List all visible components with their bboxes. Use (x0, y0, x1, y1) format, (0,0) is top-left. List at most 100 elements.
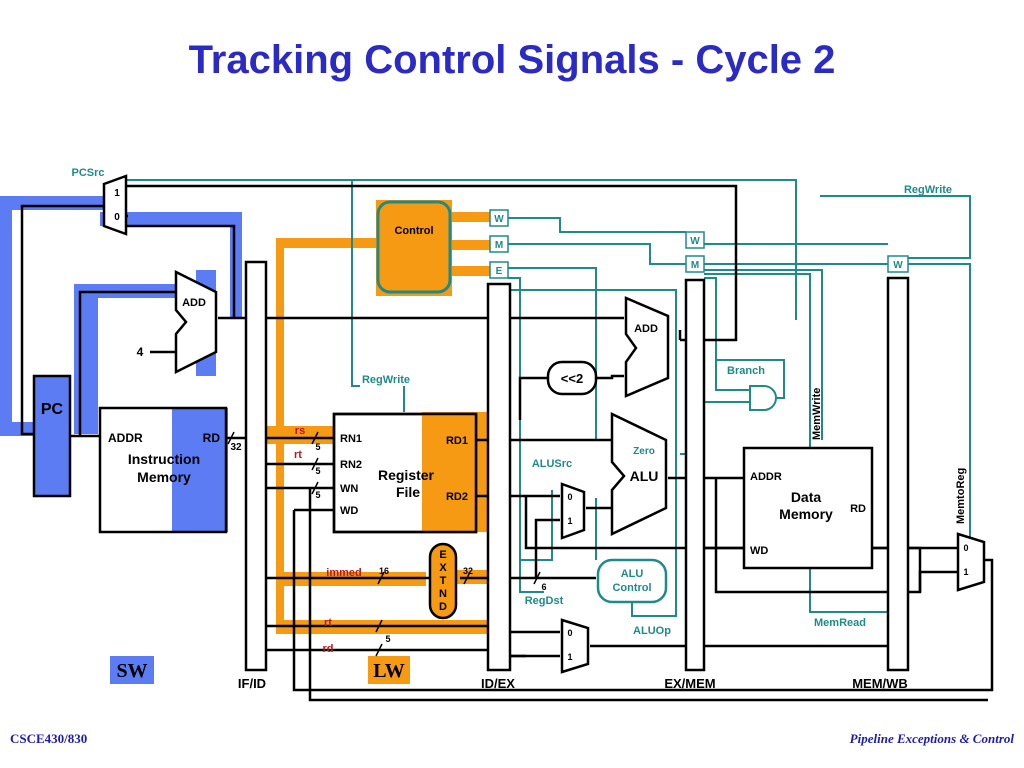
sign-extend-letter: T (440, 575, 447, 587)
regdst-in1-label: 1 (567, 652, 572, 662)
regfile-rn2-label: RN2 (340, 459, 362, 471)
branch-adder (624, 296, 670, 398)
regdst-label: RegDst (525, 595, 564, 607)
memtoreg-in1-label: 1 (963, 567, 968, 577)
pc-increment-constant: 4 (137, 345, 144, 359)
imem-addr-label: ADDR (108, 431, 143, 445)
idex-register (486, 282, 512, 672)
idex-m-field (489, 235, 509, 253)
pc-label: PC (41, 401, 64, 418)
idex-e-label: E (496, 266, 503, 277)
immed-field-label: immed (326, 567, 361, 579)
exmem-m-label: M (691, 260, 699, 271)
pcsrc-control-wire (716, 359, 785, 399)
regfile-title-line2: File (396, 484, 420, 500)
alusrc-mux (560, 482, 586, 540)
footer-course: CSCE430/830 (10, 731, 88, 746)
lw-tag (368, 656, 410, 684)
immed-width-label: 16 (379, 566, 389, 576)
aluop-label: ALUOp (633, 625, 671, 637)
bus-width-slashes (227, 431, 541, 657)
idex-w-field (489, 209, 509, 227)
instruction-memory (98, 406, 228, 534)
data-memory (742, 446, 874, 570)
memwb-w-label: W (893, 260, 903, 271)
alusrc-in1-label: 1 (567, 516, 572, 526)
exmem-w-label: W (690, 236, 700, 247)
branch-label: Branch (727, 365, 765, 377)
memtoreg-mux (956, 532, 986, 592)
imem-title-line2: Memory (137, 469, 191, 485)
dmem-wd-label: WD (750, 545, 768, 557)
exmem-label: EX/MEM (664, 676, 715, 691)
regdst-in0-label: 0 (567, 628, 572, 638)
rs-field-label: rs (295, 425, 305, 437)
regfile-title-line1: Register (378, 467, 435, 483)
memwb-label: MEM/WB (852, 676, 908, 691)
pcsrc-label: PCSrc (71, 167, 104, 179)
dmem-title-line1: Data (791, 489, 822, 505)
ifid-label: IF/ID (238, 676, 266, 691)
shift-left-unit (546, 360, 598, 396)
memwrite-label: MemWrite (811, 388, 823, 440)
control-unit-label: Control (394, 225, 433, 237)
ifid-register (244, 260, 268, 672)
rt-field-label: rt (294, 449, 302, 461)
idex-w-label: W (494, 214, 504, 225)
imem-title-line1: Instruction (128, 451, 200, 467)
sign-extend-letter: X (439, 562, 447, 574)
regfile-wd-label: WD (340, 505, 358, 517)
idex-m-label: M (495, 240, 503, 251)
dmem-addr-label: ADDR (750, 471, 782, 483)
wn-width-label: 5 (315, 490, 320, 500)
blue-highlight-paths (0, 196, 242, 532)
imem-rd-label: RD (203, 431, 221, 445)
sw-tag (110, 656, 154, 684)
dmem-rd-label: RD (850, 503, 866, 515)
alu-zero-label: Zero (633, 446, 655, 457)
regfile-read-ports-highlight (422, 414, 476, 532)
rt-width-label: 5 (315, 466, 320, 476)
extended-width-label: 32 (463, 566, 473, 576)
alu-unit (610, 412, 668, 536)
lw-tag-label: LW (373, 660, 405, 682)
regfile-regwrite-label: RegWrite (362, 374, 410, 386)
dmem-title-line2: Memory (779, 506, 833, 522)
shift-left-label: <<2 (561, 371, 583, 386)
dest-rt-label: rt (324, 617, 332, 629)
memtoreg-label: MemtoReg (955, 468, 967, 524)
branch-and-gate (749, 385, 777, 411)
pc-register (32, 374, 72, 498)
sign-extend-letter: D (439, 601, 447, 613)
dest-rd-label: rd (323, 643, 334, 655)
alusrc-in0-label: 0 (567, 492, 572, 502)
memread-label: MemRead (814, 617, 866, 629)
sw-tag-label: SW (116, 660, 147, 682)
sign-extend-letter: E (439, 549, 446, 561)
idex-e-field (489, 261, 509, 279)
regfile-rd2-label: RD2 (446, 491, 468, 503)
idex-label: ID/EX (481, 676, 515, 691)
alu-control-line2: Control (612, 582, 651, 594)
memwb-regwrite-label: RegWrite (904, 184, 952, 196)
imem-width-label: 32 (230, 442, 242, 453)
pcsrc-in0-label: 0 (114, 212, 120, 223)
pc-adder (174, 269, 218, 375)
pc-adder-label: ADD (182, 297, 206, 309)
alu-label: ALU (630, 468, 659, 484)
pcsrc-in1-label: 1 (114, 188, 120, 199)
exmem-m-field (685, 255, 705, 273)
regfile-rn1-label: RN1 (340, 433, 362, 445)
slide-title: Tracking Control Signals - Cycle 2 (188, 38, 836, 82)
memwb-w-field (887, 255, 909, 273)
footer-topic: Pipeline Exceptions & Control (849, 731, 1014, 746)
control-unit (376, 200, 452, 294)
exmem-register (684, 278, 706, 672)
exmem-w-field (685, 231, 705, 249)
branch-adder-label: ADD (634, 323, 658, 335)
rs-width-label: 5 (315, 442, 320, 452)
memtoreg-in0-label: 0 (963, 543, 968, 553)
regdst-mux (560, 618, 590, 674)
